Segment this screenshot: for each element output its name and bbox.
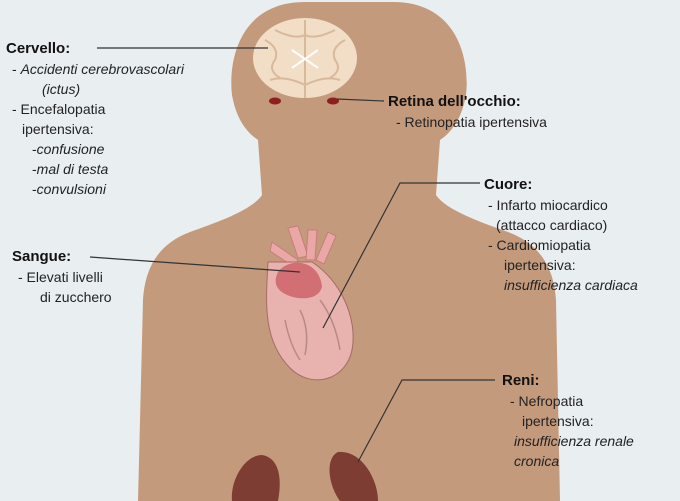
label-cervello-title: Cervello: <box>6 39 184 59</box>
label-retina-line-1: - Retinopatia ipertensiva <box>388 112 547 132</box>
label-cervello-line-4: ipertensiva: <box>6 119 184 139</box>
label-cervello-line-2: (ictus) <box>6 79 184 99</box>
label-cervello-line-5: -confusione <box>6 139 184 159</box>
label-cuore-line-1: - Infarto miocardico <box>484 195 638 215</box>
right-eye-icon <box>269 98 281 105</box>
label-cuore-line-3: - Cardiomiopatia <box>484 235 638 255</box>
label-retina: Retina dell'occhio: - Retinopatia iperte… <box>388 92 547 132</box>
label-cuore-line-4: ipertensiva: <box>484 255 638 275</box>
label-reni-line-4: cronica <box>502 451 634 471</box>
brain-icon <box>253 18 357 98</box>
label-sangue: Sangue: - Elevati livelli di zucchero <box>12 247 112 307</box>
label-cervello-line-6: -mal di testa <box>6 159 184 179</box>
label-cuore-line-2: (attacco cardiaco) <box>484 215 638 235</box>
label-sangue-title: Sangue: <box>12 247 112 267</box>
label-cuore-title: Cuore: <box>484 175 638 195</box>
label-reni-line-1: - Nefropatia <box>502 391 634 411</box>
label-cervello-line-7: -convulsioni <box>6 179 184 199</box>
label-cervello: Cervello: - Accidenti cerebrovascolari (… <box>6 39 184 199</box>
label-retina-title: Retina dell'occhio: <box>388 92 547 112</box>
label-cervello-line-1: - Accidenti cerebrovascolari <box>6 59 184 79</box>
label-reni-line-2: ipertensiva: <box>502 411 634 431</box>
label-sangue-line-2: di zucchero <box>12 287 112 307</box>
label-reni-line-3: insufficienza renale <box>502 431 634 451</box>
label-reni: Reni: - Nefropatia ipertensiva: insuffic… <box>502 371 634 471</box>
label-sangue-line-1: - Elevati livelli <box>12 267 112 287</box>
label-cervello-line-3: - Encefalopatia <box>6 99 184 119</box>
label-cuore: Cuore: - Infarto miocardico (attacco car… <box>484 175 638 295</box>
label-reni-title: Reni: <box>502 371 634 391</box>
label-cuore-line-5: insufficienza cardiaca <box>484 275 638 295</box>
